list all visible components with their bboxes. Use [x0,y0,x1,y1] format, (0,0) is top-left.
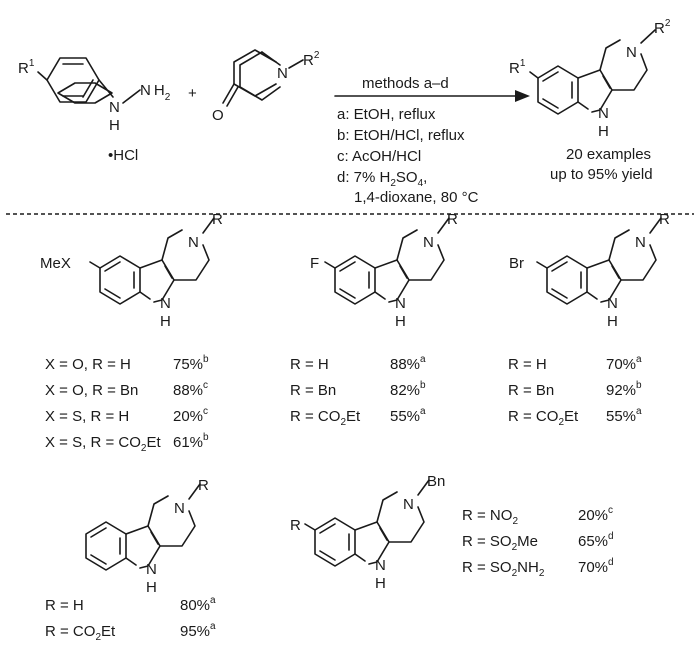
condition-d: d: 7% H2SO4, [337,169,427,189]
example-1-structure: MeX N H N R [40,211,223,330]
ex1-nh-n: N [160,295,171,312]
condition-c: c: AcOH/HCl [337,148,421,165]
carbonyl-o: O [212,107,224,124]
ex1-row-4-condition: X = S, R = CO2Et [45,434,161,454]
hydrazine-n1: N [109,99,120,116]
ex5-ring-n: N [403,496,414,513]
example-5-structure: R N H N Bn [290,473,445,592]
condition-d-line2: 1,4-dioxane, 80 °C [354,189,479,206]
condition-b: b: EtOH/HCl, reflux [337,127,465,144]
summary-line1: 20 examples [566,146,651,163]
ex1-substituent: MeX [40,255,71,272]
ex2-r: R [447,211,458,228]
ex3-row-3-condition: R = CO2Et [508,408,579,428]
example-3-structure: Br N H N R [509,211,670,330]
product-r2: R2 [654,18,671,37]
product-r1: R1 [509,58,526,77]
product-structure: R1 N H N R2 [509,18,671,140]
ex4-row-2-condition: R = CO2Et [45,623,116,643]
ex3-nh-h: H [607,313,618,330]
ex4-ring-n: N [174,500,185,517]
ex2-row-2-condition: R = Bn [290,382,336,399]
yield-tables: X = O, R = H 75%b X = O, R = Bn 88%c X = S, … [45,354,642,643]
ex3-row-1-condition: R = H [508,356,547,373]
ex2-nh-n: N [395,295,406,312]
condition-a: a: EtOH, reflux [337,106,436,123]
ex2-row-3-condition: R = CO2Et [290,408,361,428]
ex1-row-1-condition: X = O, R = H [45,356,131,373]
ex3-ring-n: N [635,234,646,251]
ex4-row-2-yield: 95%a [180,621,216,640]
r2-label: R2 [303,50,320,69]
ex3-r: R [659,211,670,228]
ex5-nh-n: N [375,557,386,574]
ex3-substituent: Br [509,255,524,272]
ex4-nh-h: H [146,579,157,596]
hydrazine-h1: H [109,117,120,134]
ex2-nh-h: H [395,313,406,330]
ex1-row-2-yield: 88%c [173,380,208,399]
ex1-row-1-yield: 75%b [173,354,209,373]
ex3-row-3-yield: 55%a [606,406,642,425]
ex2-ring-n: N [423,234,434,251]
ex1-row-2-condition: X = O, R = Bn [45,382,138,399]
ex2-row-1-condition: R = H [290,356,329,373]
plus-sign: + [188,85,197,102]
product-n: N [626,44,637,61]
ex2-row-3-yield: 55%a [390,406,426,425]
arrow-label: methods a–d [362,75,449,92]
ex4-row-1-yield: 80%a [180,595,216,614]
reaction-arrow: methods a–d a: EtOH, reflux b: EtOH/HCl,… [334,75,530,206]
ex3-row-1-yield: 70%a [606,354,642,373]
ex1-row-3-condition: X = S, R = H [45,408,129,425]
example-4-structure: N H N R [85,477,209,596]
ex2-substituent: F [310,255,319,272]
ex1-row-3-yield: 20%c [173,406,208,425]
ex5-row-1-yield: 20%c [578,505,613,524]
ex5-row-3-condition: R = SO2NH2 [462,559,545,579]
piperidone-n: N [277,65,288,82]
hcl-salt: •HCl [108,147,138,164]
ex5-substituent: R [290,517,301,534]
ex4-nh-n: N [146,561,157,578]
ex4-row-1-condition: R = H [45,597,84,614]
ex5-row-2-yield: 65%d [578,531,614,550]
ex1-ring-n: N [188,234,199,251]
ex4-r: R [198,477,209,494]
ex5-row-3-yield: 70%d [578,557,614,576]
ex1-nh-h: H [160,313,171,330]
ex2-row-1-yield: 88%a [390,354,426,373]
piperidone-reactant: O N R2 [212,49,320,124]
ex3-row-2-condition: R = Bn [508,382,554,399]
ex1-row-4-yield: 61%b [173,432,209,451]
ex5-nh-h: H [375,575,386,592]
product-nh-h: H [598,123,609,140]
ex2-row-2-yield: 82%b [390,380,426,399]
summary-line2: up to 95% yield [550,166,653,183]
r1-label: R1 [18,58,35,77]
ex5-row-1-condition: R = NO2 [462,507,518,527]
ex5-r: Bn [427,473,445,490]
ex3-nh-n: N [607,295,618,312]
ex3-row-2-yield: 92%b [606,380,642,399]
ex1-r: R [212,211,223,228]
example-2-structure: F N H N R [310,211,458,330]
ex5-row-2-condition: R = SO2Me [462,533,538,553]
product-nh-n: N [598,105,609,122]
